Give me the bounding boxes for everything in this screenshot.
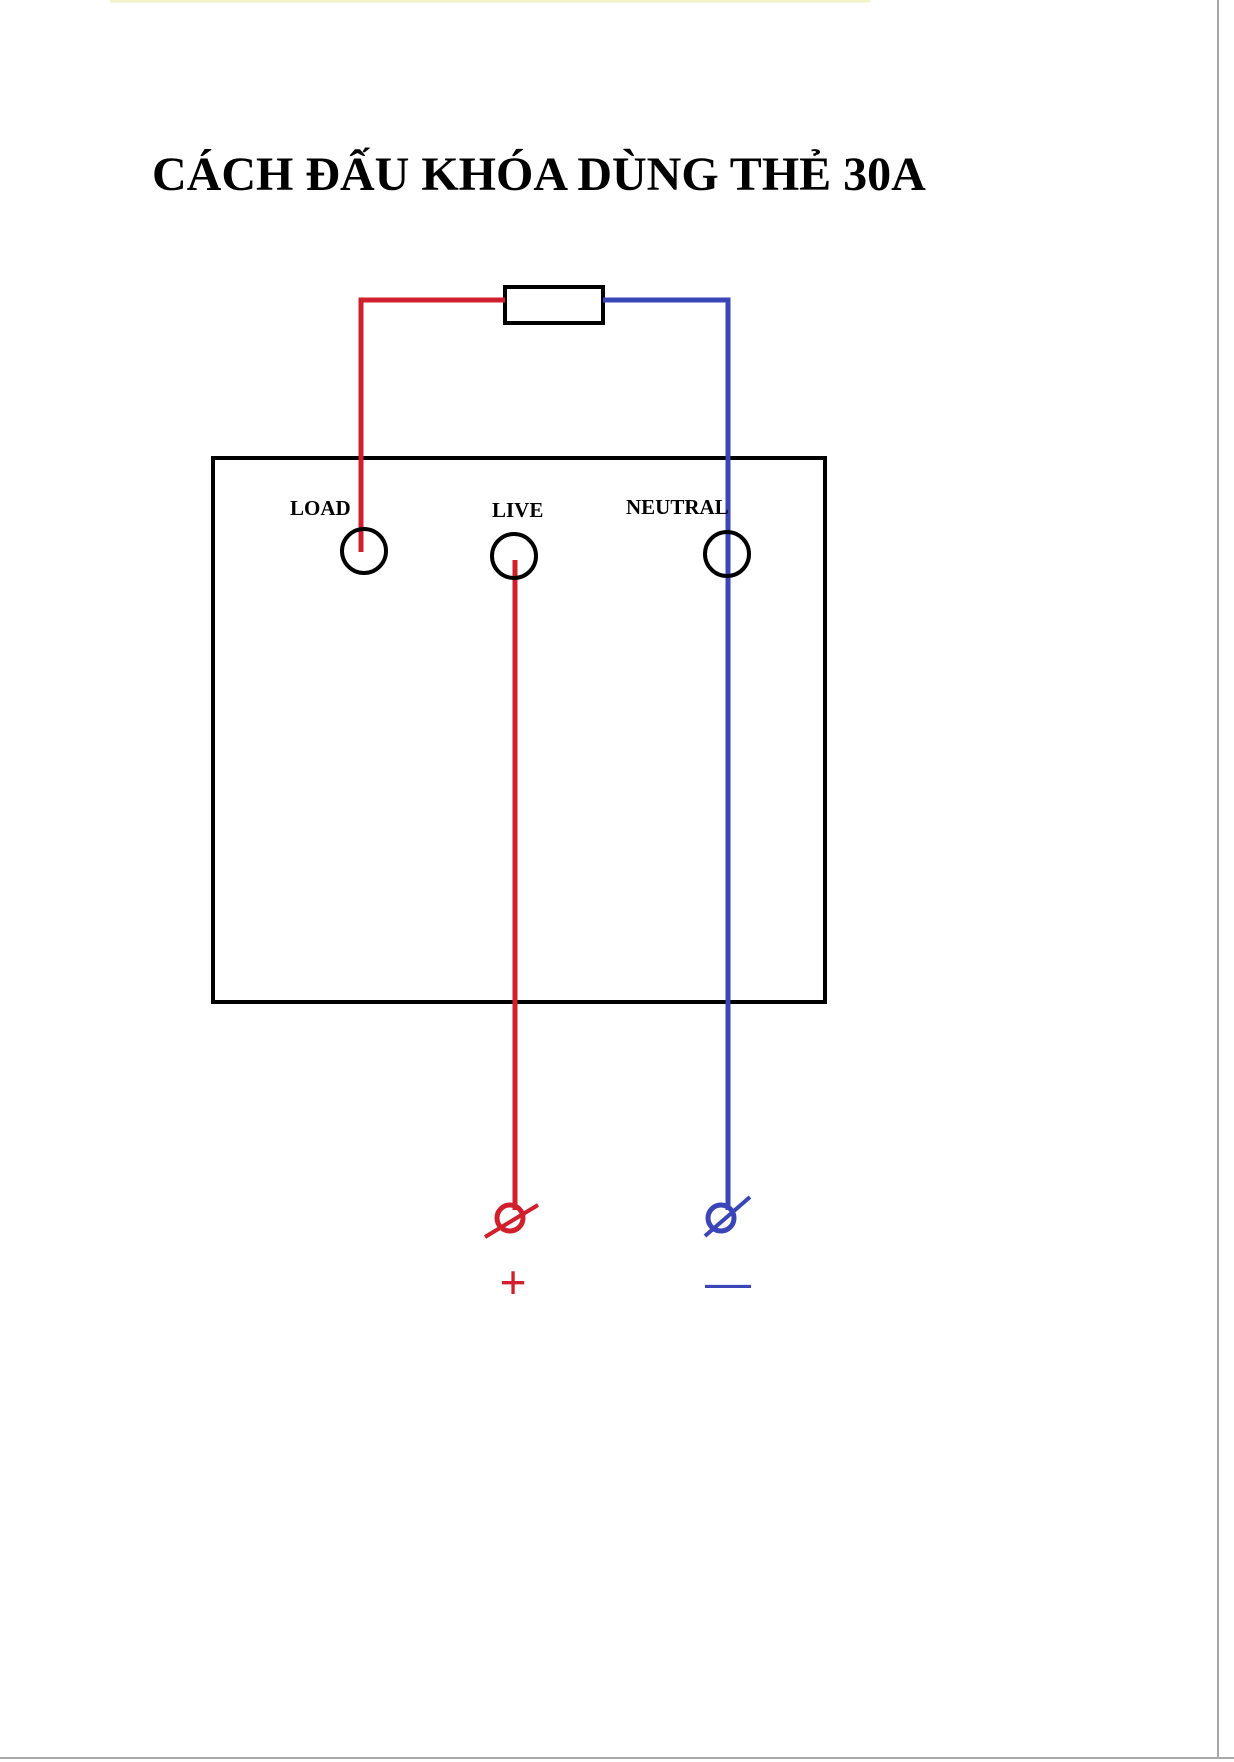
neutral-label: NEUTRAL <box>626 495 729 519</box>
neutral-terminal <box>703 530 751 578</box>
live-label: LIVE <box>492 498 543 522</box>
neutral-wire <box>603 297 731 1210</box>
negative-connector-icon <box>703 1195 752 1238</box>
positive-sign: + <box>500 1256 527 1308</box>
diagram-title: CÁCH ĐẤU KHÓA DÙNG THẺ 30A <box>152 146 926 201</box>
load-wire <box>358 297 505 552</box>
positive-connector-icon <box>483 1202 540 1239</box>
load-resistor <box>503 285 605 325</box>
load-label: LOAD <box>290 496 351 520</box>
live-terminal <box>490 532 538 580</box>
negative-sign: — <box>705 1256 751 1308</box>
load-terminal <box>340 527 388 575</box>
card-lock-box <box>211 456 827 1004</box>
